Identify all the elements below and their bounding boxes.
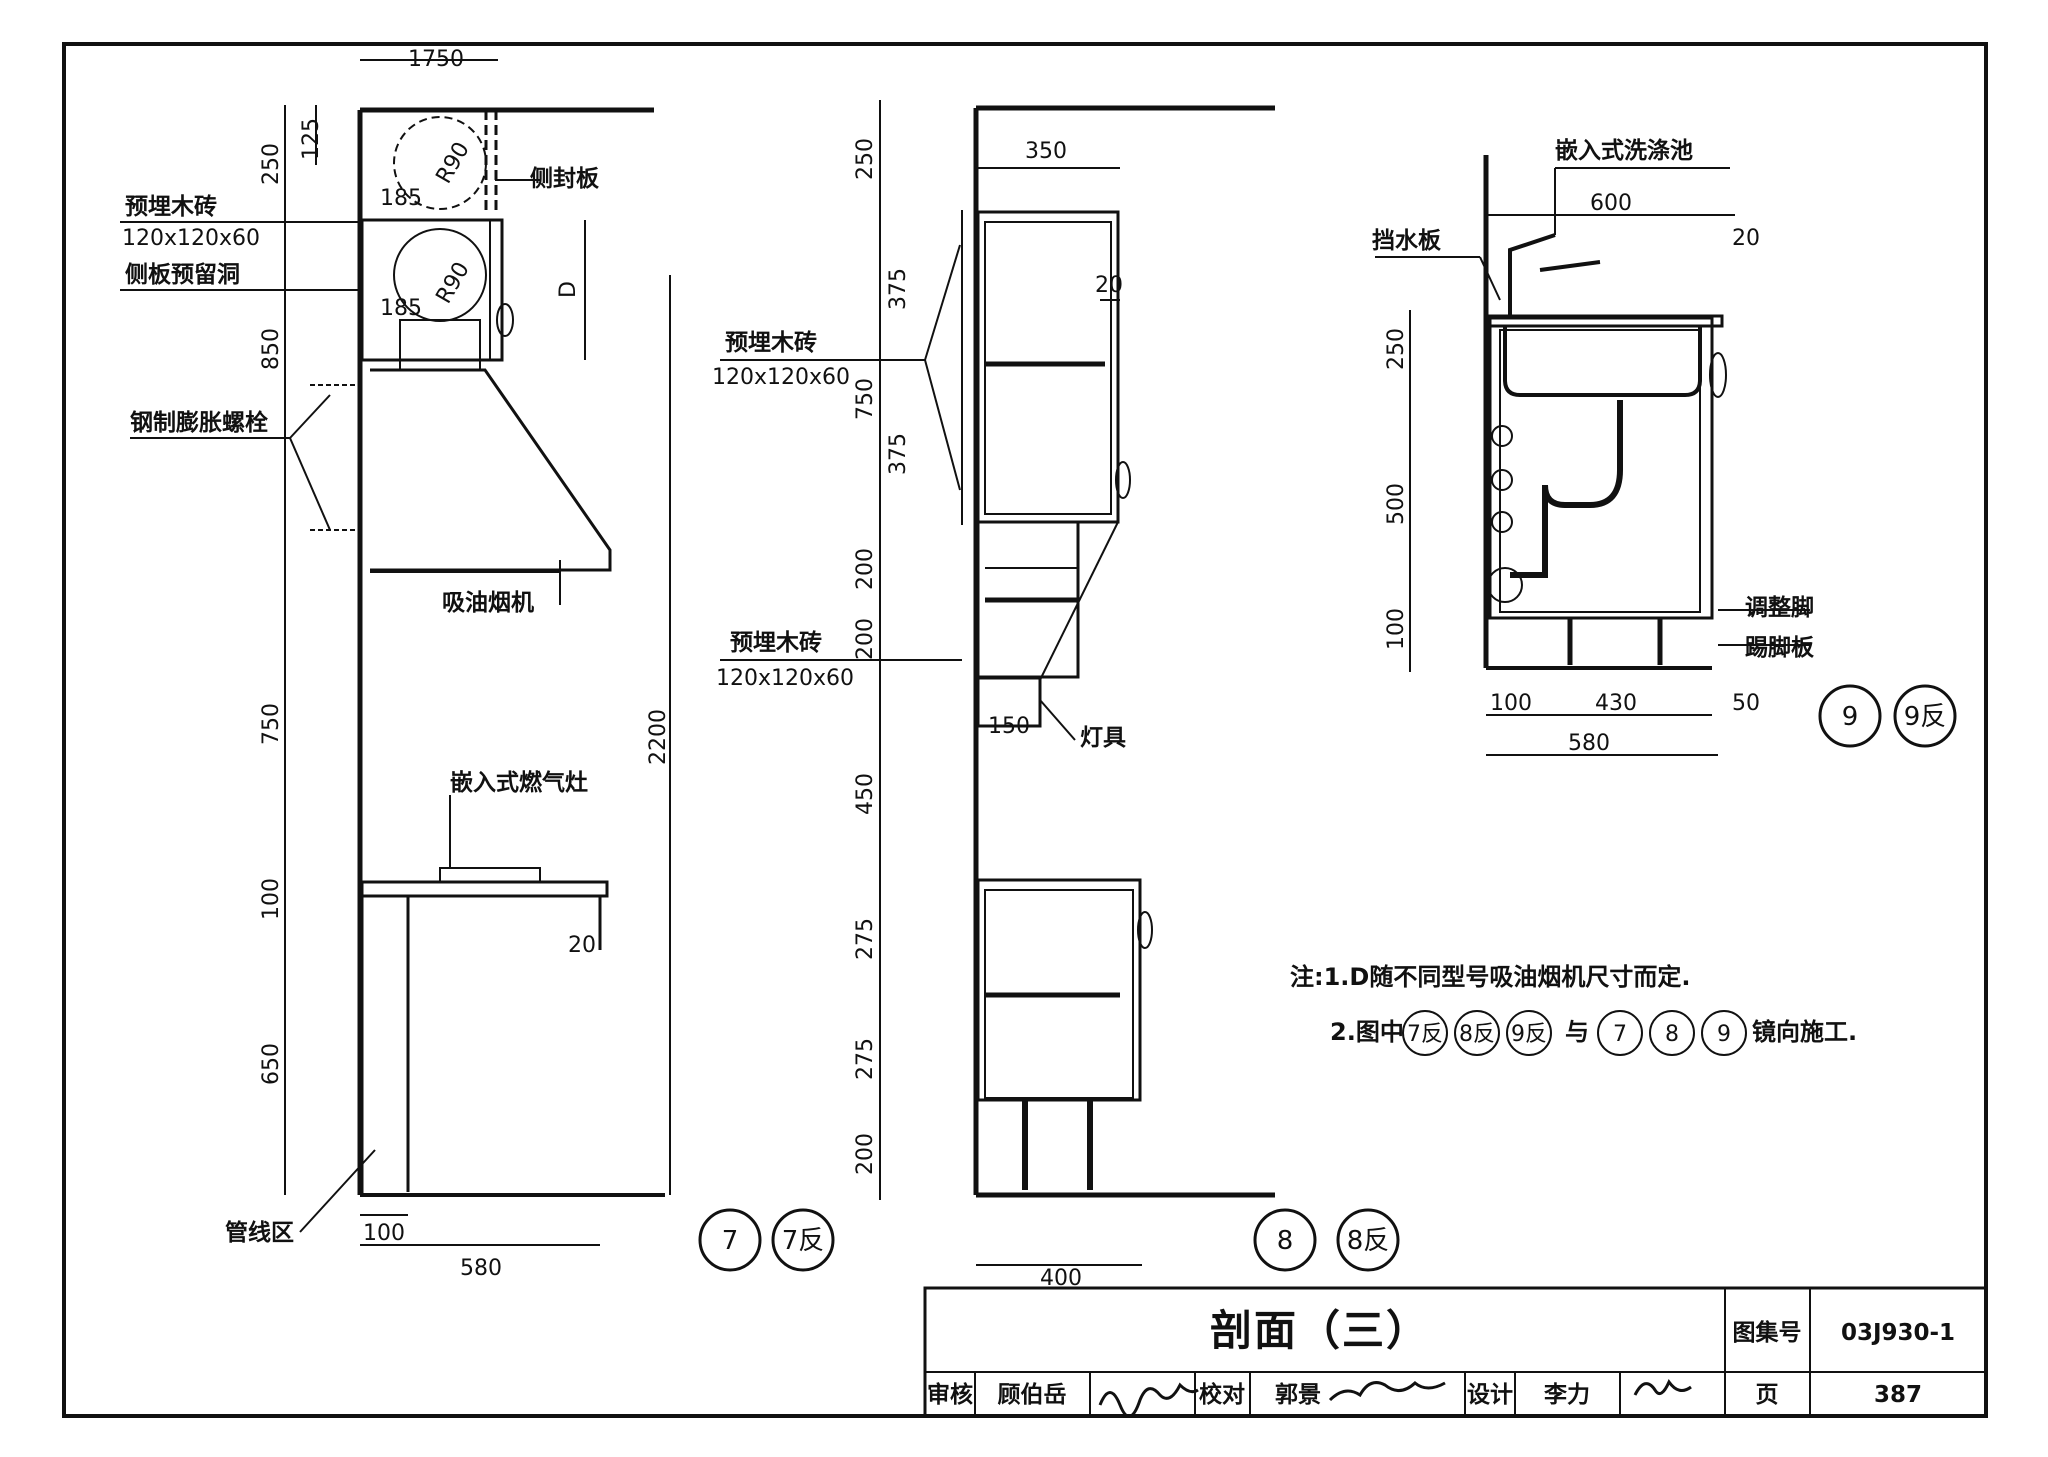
dim-125: 125: [299, 118, 324, 160]
dim-750: 750: [259, 703, 284, 745]
note-mark-7-mirror: 7反: [1407, 1022, 1443, 1047]
page-number: 387: [1874, 1382, 1922, 1408]
dim9-b430: 430: [1595, 691, 1637, 716]
mark-8: 8: [1277, 1226, 1294, 1256]
label9-adj-foot: 调整脚: [1745, 594, 1814, 621]
dim-650: 650: [259, 1043, 284, 1085]
design-label: 设计: [1467, 1382, 1513, 1408]
section-8-text: 250 350 375 750 375 20 200 200 150 450 2…: [712, 138, 1126, 1291]
dim9-b100: 100: [1490, 691, 1532, 716]
title-block-text: 剖面（三） 图集号 03J930-1 审核 顾伯岳 校对 郭景 设计 李力 页 …: [927, 1306, 1955, 1408]
label9-splash: 挡水板: [1372, 228, 1442, 254]
dim9-b50: 50: [1732, 691, 1760, 716]
section-7-marks: 7 7反: [698, 1208, 835, 1272]
label-wood-brick-size: 120x120x60: [122, 226, 260, 251]
label-side-hole: 侧板预留洞: [125, 261, 240, 288]
note-mark-8-mirror: 8反: [1459, 1022, 1495, 1047]
note-mark-9-mirror: 9反: [1511, 1022, 1547, 1047]
dim9-b580: 580: [1568, 731, 1610, 756]
section-7: [120, 59, 671, 1246]
dim8-200-a: 200: [853, 548, 878, 590]
section-9-text: 嵌入式洗涤池 600 20 挡水板 250 500 100 调整脚 踢脚板 10…: [1372, 137, 1815, 756]
atlas-number: 03J930-1: [1841, 1320, 1955, 1346]
dim-1750: 1750: [408, 47, 464, 72]
review-label: 审核: [927, 1381, 973, 1408]
mark-7-mirror: 7反: [782, 1226, 825, 1256]
mark-7: 7: [722, 1226, 739, 1256]
label8-wood-brick-size-2: 120x120x60: [716, 666, 854, 691]
dim8-375-b: 375: [886, 433, 911, 475]
page-label: 页: [1756, 1382, 1779, 1408]
dim-100: 100: [259, 878, 284, 920]
note-mark-7: 7: [1613, 1022, 1627, 1047]
dim-d: D: [556, 281, 581, 298]
dim9-100: 100: [1384, 608, 1409, 650]
dim9-250: 250: [1384, 328, 1409, 370]
label-bolts: 钢制膨胀螺栓: [130, 410, 268, 436]
dim9-600: 600: [1590, 191, 1632, 216]
section-7-text: 1750 125 250 R90 185 R90 185 D 850 750 2…: [122, 47, 671, 1281]
note-line-2-mid: 与: [1565, 1018, 1589, 1046]
dim-bottom-580: 580: [460, 1256, 502, 1281]
label-wood-brick: 预埋木砖: [125, 194, 217, 220]
label-side-panel: 侧封板: [530, 165, 600, 192]
mark-8-mirror: 8反: [1347, 1226, 1390, 1256]
label-hood: 吸油烟机: [442, 590, 534, 616]
drawing-title: 剖面（三）: [1210, 1306, 1430, 1355]
dim8-350: 350: [1025, 139, 1067, 164]
dim-2200: 2200: [646, 709, 671, 765]
dim8-150: 150: [988, 714, 1030, 739]
label-stove: 嵌入式燃气灶: [450, 769, 588, 796]
section-9-marks: 9 9反: [1818, 684, 1957, 748]
atlas-label: 图集号: [1733, 1319, 1802, 1346]
dim-bottom-100: 100: [363, 1221, 405, 1246]
dim-185-top: 185: [380, 186, 422, 211]
dim8-20: 20: [1095, 273, 1123, 298]
dim-185-bottom: 185: [380, 296, 422, 321]
label9-sink: 嵌入式洗涤池: [1555, 137, 1693, 164]
mark-9-mirror: 9反: [1904, 702, 1947, 732]
section-9: [1375, 155, 1810, 756]
label8-lamp: 灯具: [1080, 725, 1126, 751]
dim8-200-c: 200: [853, 1133, 878, 1175]
check-label: 校对: [1199, 1381, 1245, 1408]
dim8-750: 750: [853, 378, 878, 420]
dim-r90-top: R90: [432, 138, 475, 188]
mark-9: 9: [1842, 702, 1859, 732]
note-mark-8: 8: [1665, 1022, 1679, 1047]
dim8-450: 450: [853, 773, 878, 815]
title-block: [923, 1286, 1988, 1418]
label8-wood-brick-size-1: 120x120x60: [712, 365, 850, 390]
dim8-275-b: 275: [853, 1038, 878, 1080]
dim8-200-b: 200: [853, 618, 878, 660]
dim-250: 250: [259, 143, 284, 185]
label8-wood-brick-1: 预埋木砖: [725, 330, 817, 356]
dim-r90-bottom: R90: [432, 258, 475, 308]
section-8-marks: 8 8反: [1253, 1208, 1400, 1272]
checker-name: 郭景: [1275, 1381, 1321, 1408]
reviewer-name: 顾伯岳: [998, 1381, 1067, 1408]
label-pipe-zone: 管线区: [225, 1219, 294, 1246]
dim-20: 20: [568, 933, 596, 958]
dim8-375-a: 375: [886, 268, 911, 310]
designer-name: 李力: [1544, 1382, 1590, 1408]
section-8: [720, 100, 1275, 1266]
dim8-250: 250: [853, 138, 878, 180]
note-line-2-post: 镜向施工.: [1752, 1018, 1857, 1046]
notes: 注:1.D随不同型号吸油烟机尺寸而定. 2.图中 7反 8反 9反 与 7 8 …: [1290, 963, 1857, 1056]
note-mark-9: 9: [1717, 1022, 1731, 1047]
label9-kick: 踢脚板: [1745, 635, 1815, 661]
note-line-1: 注:1.D随不同型号吸油烟机尺寸而定.: [1290, 963, 1690, 991]
dim8-275-a: 275: [853, 918, 878, 960]
dim9-20: 20: [1732, 226, 1760, 251]
dim9-500: 500: [1384, 483, 1409, 525]
note-line-2-pre: 2.图中: [1330, 1018, 1404, 1046]
label8-wood-brick-2: 预埋木砖: [730, 630, 822, 656]
dim-850: 850: [259, 328, 284, 370]
